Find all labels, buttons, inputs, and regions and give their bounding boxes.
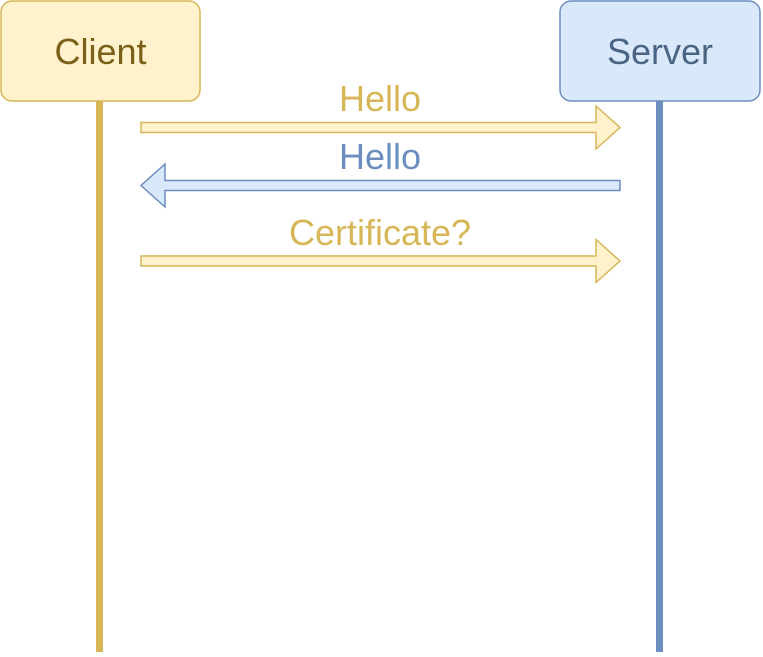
server-actor: Server — [559, 0, 761, 102]
message-3-label: Certificate? — [289, 212, 471, 253]
client-actor-label: Client — [54, 31, 146, 72]
server-actor-label: Server — [607, 31, 713, 72]
message-3: Certificate? — [140, 212, 622, 285]
client-actor: Client — [0, 0, 201, 102]
client-lifeline — [96, 98, 103, 652]
server-actor-box — [559, 0, 761, 102]
message-1-arrow — [140, 104, 622, 151]
message-2-arrow — [139, 162, 621, 209]
message-3-arrow — [140, 237, 622, 285]
message-1-label: Hello — [339, 78, 421, 119]
server-lifeline — [656, 98, 663, 652]
client-actor-box — [0, 0, 201, 102]
message-2: Hello — [139, 136, 621, 209]
message-1: Hello — [140, 78, 622, 151]
message-2-label: Hello — [339, 136, 421, 177]
